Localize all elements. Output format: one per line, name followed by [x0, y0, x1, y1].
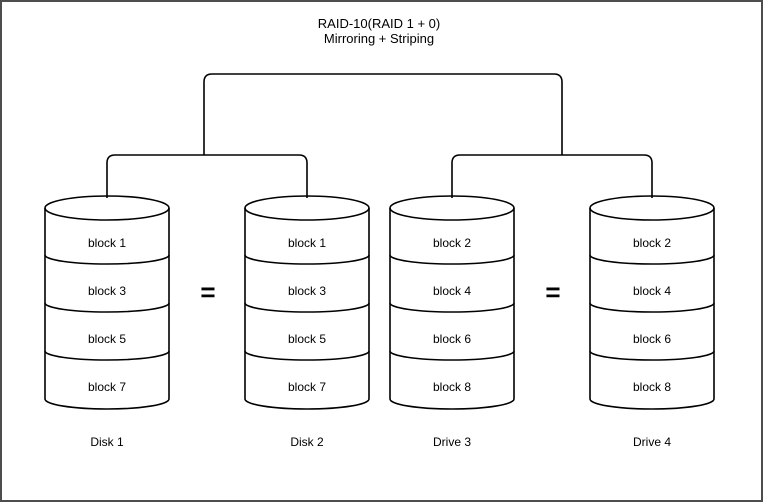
connector-right-bracket: [451, 154, 653, 198]
connector-left-bracket: [106, 154, 308, 198]
cylinder-disk-1-divider: [44, 254, 170, 265]
cylinder-disk-2-top-ellipse: [244, 207, 370, 221]
disk1-block-2: block 3: [87, 284, 127, 298]
drive3-block-4: block 8: [432, 380, 472, 394]
disk2-block-2: block 3: [287, 284, 327, 298]
cylinder-drive-4-top-ellipse: [589, 207, 715, 221]
diagram-title: RAID-10(RAID 1 + 0) Mirroring + Striping: [318, 16, 440, 46]
title-line-2: Mirroring + Striping: [323, 31, 435, 46]
title-line-1: RAID-10(RAID 1 + 0): [317, 16, 441, 31]
drive4-block-1: block 2: [632, 236, 672, 250]
cylinder-disk-1-outline: [44, 195, 170, 410]
drive4-name: Drive 4: [632, 435, 671, 449]
cylinder-disk-2-outline: [244, 195, 370, 410]
cylinder-drive-3-outline: [389, 195, 515, 410]
drive4-block-2: block 4: [632, 284, 672, 298]
cylinder-drive-4-divider: [589, 302, 715, 313]
cylinder-drive-3-top-ellipse: [389, 207, 515, 221]
disk2-name: Disk 2: [290, 435, 324, 449]
disk2-block-4: block 7: [287, 380, 327, 394]
disk2-block-3: block 5: [287, 332, 327, 346]
drive3-name: Drive 3: [432, 435, 471, 449]
cylinder-drive-3-divider: [389, 350, 515, 361]
mirror-equals-right: =: [545, 277, 561, 307]
disk1-block-1: block 1: [87, 236, 127, 250]
cylinder-drive-4-outline: [589, 195, 715, 410]
cylinder-drive-3-divider: [389, 254, 515, 265]
cylinder-disk-1-divider: [44, 302, 170, 313]
cylinder-disk-1-divider: [44, 350, 170, 361]
cylinder-drive-3-divider: [389, 302, 515, 313]
cylinder-disk-2-divider: [244, 254, 370, 265]
drive3-block-1: block 2: [432, 236, 472, 250]
disk2-block-1: block 1: [287, 236, 327, 250]
drive3-block-3: block 6: [432, 332, 472, 346]
disk1-name: Disk 1: [90, 435, 124, 449]
mirror-equals-left: =: [200, 277, 216, 307]
cylinder-drive-4-divider: [589, 350, 715, 361]
disk1-block-3: block 5: [87, 332, 127, 346]
drive4-block-3: block 6: [632, 332, 672, 346]
drive4-block-4: block 8: [632, 380, 672, 394]
cylinder-drive-4-divider: [589, 254, 715, 265]
cylinder-disk-2-divider: [244, 350, 370, 361]
connector-top-bus: [203, 73, 563, 155]
cylinder-disk-1-top-ellipse: [44, 207, 170, 221]
disk1-block-4: block 7: [87, 380, 127, 394]
cylinder-disk-2-divider: [244, 302, 370, 313]
drive3-block-2: block 4: [432, 284, 472, 298]
